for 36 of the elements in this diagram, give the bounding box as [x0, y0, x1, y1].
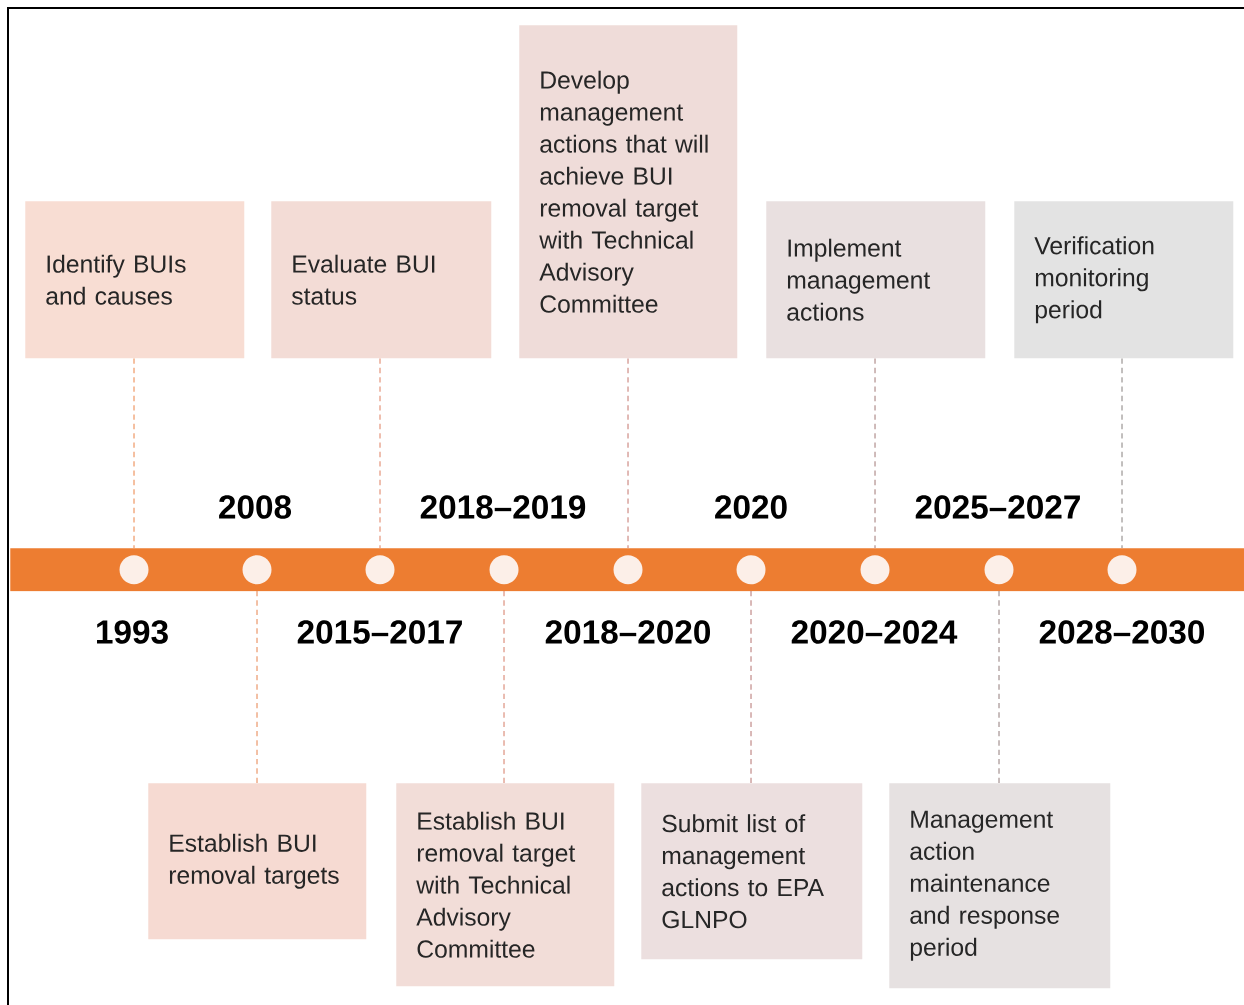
- text-box: Management action maintenance and response period: [889, 783, 1111, 989]
- leader-line: [503, 590, 505, 784]
- timeline-dot: [736, 555, 766, 585]
- year-label: 2025–2027: [915, 495, 1080, 519]
- year-label: 2008: [219, 495, 292, 519]
- timeline-dot: [860, 555, 890, 585]
- text-box: Submit list of management actions to EPA GLNPO: [641, 783, 863, 960]
- year-label: 2015–2017: [297, 620, 462, 644]
- year-label: 2018–2019: [420, 495, 586, 519]
- timeline-dot: [365, 555, 395, 585]
- leader-line: [1121, 358, 1123, 549]
- leader-line: [133, 358, 135, 549]
- timeline-dot: [984, 555, 1014, 585]
- text-box: Implement management actions: [766, 201, 986, 359]
- text-box: Verification monitoring period: [1014, 201, 1234, 359]
- year-label: 2020–2024: [791, 620, 958, 644]
- leader-line: [256, 590, 258, 784]
- timeline-dot: [1107, 555, 1137, 585]
- text-box: Establish BUI removal target with Technical Advisory Committee: [396, 783, 615, 987]
- year-label: 2020: [715, 495, 787, 519]
- leader-line: [627, 358, 629, 549]
- leader-line: [379, 358, 381, 549]
- leader-line: [998, 590, 1000, 784]
- year-label: 2018–2020: [545, 620, 710, 644]
- leader-line: [874, 358, 876, 549]
- year-label: 1993: [97, 620, 168, 644]
- year-label: 2028–2030: [1039, 620, 1204, 644]
- text-box: Identify BUIs and causes: [25, 201, 245, 359]
- timeline-dot: [242, 555, 272, 585]
- timeline-dot: [119, 555, 149, 585]
- text-box: Establish BUI removal targets: [148, 783, 367, 940]
- timeline-dot: [489, 555, 519, 585]
- timeline-dot: [613, 555, 643, 585]
- text-box: Develop management actions that will achieve BUI removal target with Technical Advisory Committee: [519, 25, 738, 359]
- leader-line: [750, 590, 752, 784]
- text-box: Evaluate BUI status: [271, 201, 492, 359]
